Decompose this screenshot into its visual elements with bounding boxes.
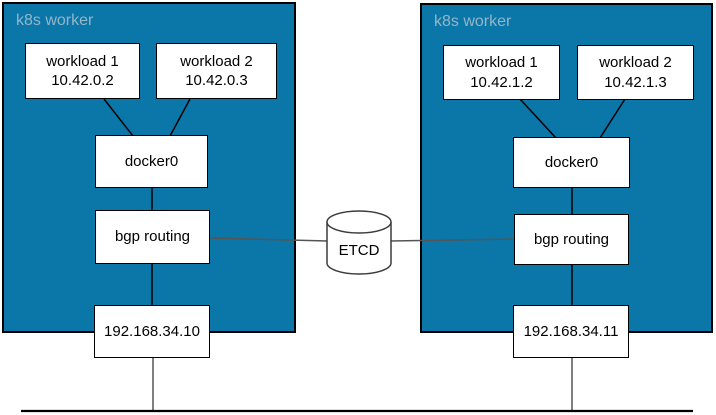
workload-ip: 10.42.1.3 [604, 73, 667, 91]
workload2-node-right: workload 2 10.42.1.3 [577, 45, 694, 100]
bgp-routing-node-left: bgp routing [95, 210, 210, 264]
workload-ip: 10.42.0.2 [51, 72, 114, 89]
worker-label-left: k8s worker [16, 12, 94, 29]
docker0-bridge-node-left: docker0 [95, 135, 208, 188]
etcd-cylinder-body [326, 222, 392, 275]
workload-name: workload 2 [599, 54, 672, 71]
bridge-label: docker0 [544, 153, 599, 171]
workload-ip: 10.42.0.3 [185, 72, 248, 89]
docker0-bridge-node-right: docker0 [513, 137, 630, 188]
host-ip-node-left: 192.168.34.10 [94, 305, 210, 358]
etcd-label: ETCD [339, 242, 380, 259]
workload-name: workload 2 [180, 52, 253, 70]
host-ip-label: 192.168.34.11 [523, 322, 619, 340]
workload1-node-right: workload 1 10.42.1.2 [443, 45, 560, 100]
workload-name: workload 1 [465, 54, 538, 71]
workload-name: workload 1 [46, 52, 119, 70]
workload-ip: 10.42.1.2 [470, 73, 533, 91]
bgp-routing-node-right: bgp routing [514, 214, 629, 265]
workload2-node-left: workload 2 10.42.0.3 [156, 43, 277, 99]
routing-label: bgp routing [533, 230, 610, 248]
etcd-datastore: ETCD [323, 208, 395, 278]
workload1-node-left: workload 1 10.42.0.2 [25, 43, 140, 99]
etcd-cylinder-top [326, 210, 392, 234]
bridge-label: docker0 [124, 152, 179, 170]
host-ip-node-right: 192.168.34.11 [513, 305, 629, 358]
host-ip-label: 192.168.34.10 [104, 322, 200, 340]
routing-label: bgp routing [114, 228, 191, 246]
worker-label-right: k8s worker [434, 13, 512, 30]
